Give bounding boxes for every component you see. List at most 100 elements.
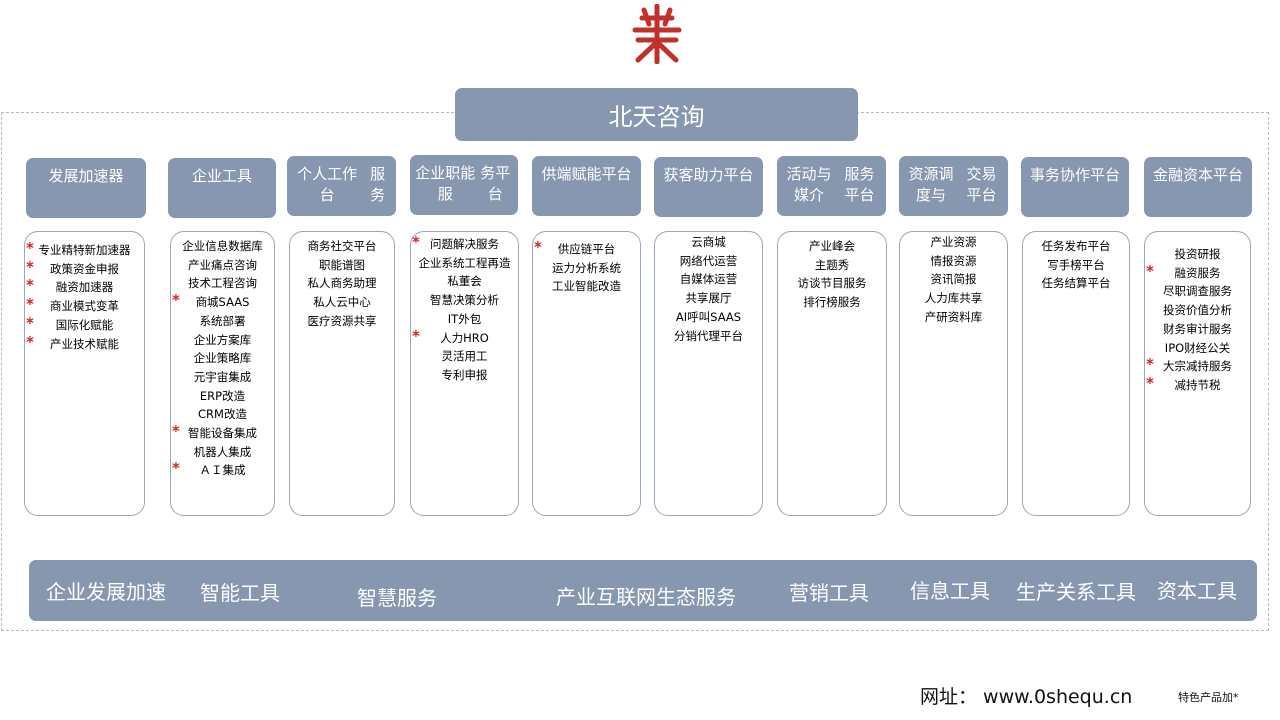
service-item-label: 专利申报 xyxy=(441,367,488,382)
service-item-label: 智能设备集成 xyxy=(188,426,257,441)
service-item: AI呼叫SAAS xyxy=(655,308,762,327)
service-item: 产业资源 xyxy=(900,233,1007,252)
service-item-label: 政策资金申报 xyxy=(50,261,119,276)
service-item: 元宇宙集成 xyxy=(171,368,274,387)
service-item-label: 职能谱图 xyxy=(319,257,365,272)
service-item: *供应链平台 xyxy=(533,238,640,259)
service-item: 私董会 xyxy=(411,272,518,291)
column-header-text: 企业工具 xyxy=(191,167,252,185)
service-item-label: ＡＩ集成 xyxy=(199,463,246,478)
category-label: 智慧服务 xyxy=(357,586,437,610)
service-item-label: 商务社交平台 xyxy=(307,239,377,253)
column-header: 企业工具 xyxy=(168,158,276,218)
service-item: *专业精特新加速器 xyxy=(25,239,144,260)
featured-star-icon: * xyxy=(534,238,542,256)
service-item: ERP改造 xyxy=(171,387,274,406)
service-item: *国际化赋能 xyxy=(25,314,144,335)
service-item-label: 私人云中心 xyxy=(313,295,371,310)
service-item-label: 国际化赋能 xyxy=(55,317,114,332)
column-header-text: 事务协作平 xyxy=(1029,166,1105,184)
service-item-label: 私董会 xyxy=(447,274,482,289)
category-label: 营销工具 xyxy=(789,581,869,605)
service-item: 系统部署 xyxy=(171,312,274,331)
service-item: * ＡＩ集成 xyxy=(171,459,274,480)
service-item-label: 尽职调查服务 xyxy=(1163,284,1232,299)
service-item: 企业信息数据库 xyxy=(171,237,274,256)
service-item-label: 企业系统工程再造 xyxy=(418,255,511,270)
service-item: 私人云中心 xyxy=(290,293,394,312)
column-header-text: 获客助力平 xyxy=(663,166,739,184)
column-header: 事务协作平台 xyxy=(1021,157,1129,217)
service-item-label: 投资研报 xyxy=(1174,247,1221,261)
service-item-label: 投资价值分析 xyxy=(1163,303,1232,318)
featured-star-icon: * xyxy=(172,422,180,441)
service-item-label: CRM改造 xyxy=(198,407,247,422)
service-item-label: 产业技术赋能 xyxy=(50,336,119,351)
column-header-text: 台 xyxy=(616,165,632,183)
service-item: 人力库共享 xyxy=(900,289,1007,308)
service-item-label: IT外包 xyxy=(447,311,482,326)
service-item-label: 任务发布平台 xyxy=(1041,239,1111,253)
column-body: 任务发布平台写手榜平台任务结算平台 xyxy=(1022,231,1130,516)
service-list: 任务发布平台写手榜平台任务结算平台 xyxy=(1023,237,1129,293)
featured-star-icon: * xyxy=(172,459,180,478)
service-item-label: 企业信息数据库 xyxy=(182,239,263,253)
service-item-label: 技术工程咨询 xyxy=(188,276,257,291)
featured-star-icon: * xyxy=(26,295,34,314)
service-item: 商务社交平台 xyxy=(290,237,394,256)
service-item: *融资加速器 xyxy=(25,276,144,297)
page-title: 北天咨询 xyxy=(455,88,858,141)
column-header: 发展加速器 xyxy=(26,158,146,218)
service-item-label: 专业精特新加速器 xyxy=(38,243,131,257)
service-item-label: ERP改造 xyxy=(199,388,246,403)
service-item-label: 系统部署 xyxy=(199,313,246,328)
column-header-text: 交易平台 xyxy=(966,165,997,204)
service-item-label: 主题秀 xyxy=(814,257,850,272)
column-header-text: 台 xyxy=(738,166,754,184)
service-item: 企业方案库 xyxy=(171,331,274,350)
service-item: 任务结算平台 xyxy=(1023,274,1129,293)
featured-star-icon: * xyxy=(1146,355,1154,374)
service-item: *商业模式变革 xyxy=(25,295,144,316)
column-header: 活动与媒介服务平台 xyxy=(777,156,886,216)
service-item-label: 工业智能改造 xyxy=(552,279,621,294)
featured-star-icon: * xyxy=(26,332,34,351)
service-item-label: 减持节税 xyxy=(1174,377,1221,392)
column-body: *专业精特新加速器*政策资金申报*融资加速器*商业模式变革*国际化赋能*产业技术… xyxy=(24,231,145,516)
service-item: 写手榜平台 xyxy=(1023,256,1129,275)
service-item: 投资研报 xyxy=(1145,245,1250,264)
column-header-text: 务平台 xyxy=(480,164,511,203)
category-label: 生产关系工具 xyxy=(1016,580,1136,604)
column-header: 供端赋能平台 xyxy=(532,156,641,216)
service-item: IPO财经公关 xyxy=(1145,339,1250,358)
service-item: 资讯简报 xyxy=(900,270,1007,289)
column-header-text: 金融资本平 xyxy=(1152,166,1228,184)
service-item: CRM改造 xyxy=(171,405,274,424)
service-item: 主题秀 xyxy=(778,256,886,275)
service-item-label: 企业方案库 xyxy=(193,332,252,347)
column-header: 资源调度与交易平台 xyxy=(899,156,1008,216)
service-item: *大宗减持服务 xyxy=(1145,355,1250,376)
column-body: 商务社交平台职能谱图私人商务助理私人云中心医疗资源共享 xyxy=(289,231,395,516)
service-item-label: 灵活用工 xyxy=(441,349,488,364)
service-item-label: 企业策略库 xyxy=(193,351,252,366)
service-item: 共享展厅 xyxy=(655,289,762,308)
service-item-label: 商城SAAS xyxy=(195,295,250,310)
service-item: 尽职调查服务 xyxy=(1145,282,1250,301)
service-item: 财务审计服务 xyxy=(1145,320,1250,339)
category-label: 信息工具 xyxy=(910,579,990,603)
website-url: 网址： www.0shequ.cn xyxy=(920,686,1133,708)
service-item: * 产业技术赋能 xyxy=(25,332,144,354)
service-item: 排行榜服务 xyxy=(778,293,886,312)
service-item-label: 医疗资源共享 xyxy=(307,313,377,328)
service-item-label: 共享展厅 xyxy=(685,291,732,306)
service-item: 产业痛点咨询 xyxy=(171,256,274,275)
service-item-label: 机器人集成 xyxy=(193,444,252,459)
service-item: *政策资金申报 xyxy=(25,258,144,279)
logo-emblem xyxy=(632,4,682,64)
column-body: 企业信息数据库产业痛点咨询技术工程咨询 * 商城SAAS 系统部署企业方案库企业策略库… xyxy=(170,231,275,516)
